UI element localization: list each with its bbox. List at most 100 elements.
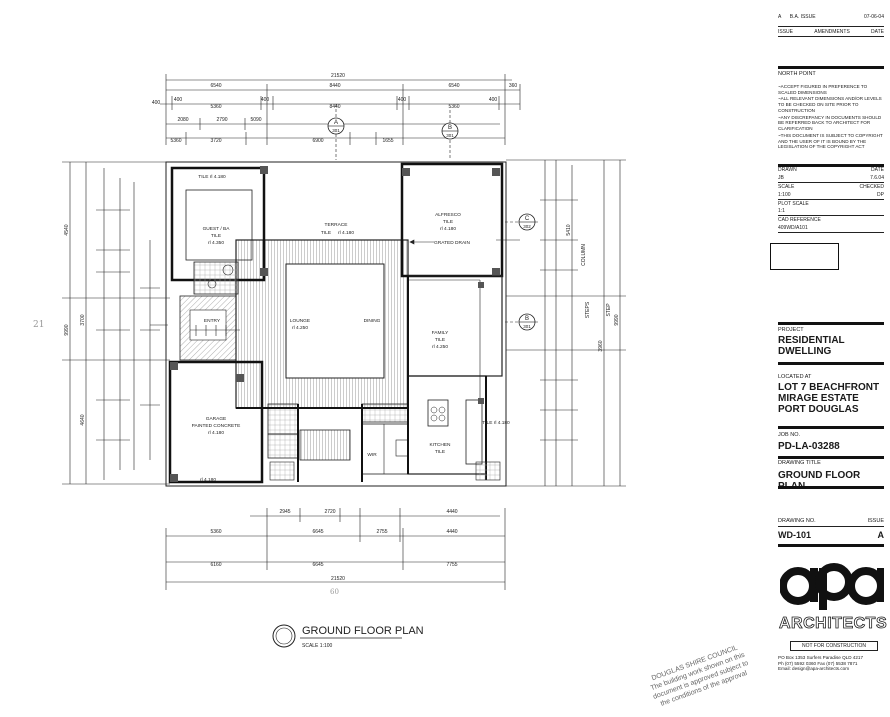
checked-label: CHECKED	[859, 184, 884, 190]
dim-overall-bottom: 21520	[331, 576, 345, 582]
handwriting-note: 21	[33, 320, 44, 330]
room-family: FAMILY	[432, 330, 450, 336]
contact-email: Email: design@apa-architects.com	[778, 666, 850, 671]
drawing-no-label: DRAWING NO.	[778, 518, 816, 524]
drawn-label: DRAWN	[778, 167, 797, 173]
section-marker-c: C 302	[505, 213, 540, 231]
dim-overall-top: 21520	[331, 73, 345, 79]
dim-top-r5-1: 5360	[170, 138, 181, 144]
dim-top-r2-2: 400	[261, 97, 270, 103]
dim-top-r2-3: 400	[398, 97, 407, 103]
note-4: ~THIS DOCUMENT IS SUBJECT TO COPYRIGHT A…	[778, 132, 883, 150]
drawing-title: GROUND FLOOR PLAN SCALE 1:100	[272, 624, 424, 649]
room-terrace: TERRACE	[325, 222, 348, 228]
left-dimensions	[62, 161, 170, 485]
label-column: COLUMN	[581, 244, 587, 266]
bottom-dimension-text: 2945 2720 4440 5360 6645 2755 4440 6160 …	[210, 509, 457, 582]
drawn-value: JB	[778, 175, 784, 181]
issue-header-amend: AMENDMENTS	[814, 29, 850, 35]
room-alfresco: ALFRESCO	[435, 212, 461, 218]
room-labels: GUEST / BA TILE rl 4.350 LOUNGE rl 4.250…	[192, 174, 510, 483]
dim-top-r3-3: 5360	[448, 104, 459, 110]
job-no-value: PD-LA-03288	[778, 441, 840, 452]
project-label: PROJECT	[778, 327, 804, 333]
firm-name: ARCHITECTS	[779, 615, 888, 633]
section-marker-b-top: B 301	[441, 110, 459, 160]
general-notes: ~ACCEPT FIGURED IN PREFERENCE TO SCALED …	[778, 84, 884, 151]
dim-top-3: 6540	[448, 83, 459, 89]
issue-header: ISSUE AMENDMENTS DATE	[778, 29, 884, 35]
dim-top-r4-2: 2790	[216, 117, 227, 123]
room-terrace-level: rl 4.180	[338, 230, 354, 236]
dim-bottom-r3-3: 7755	[446, 562, 457, 568]
room-guest-ba-finish: TILE	[211, 233, 221, 239]
issue-label: ISSUE	[867, 518, 884, 524]
room-guest-ba: GUEST / BA	[203, 226, 231, 232]
dim-top-r5-3: 6900	[312, 138, 323, 144]
dim-bottom-r1-2: 2720	[324, 509, 335, 515]
label-tile-right: TILE rl 4.180	[482, 420, 510, 426]
room-terrace-finish: TILE	[321, 230, 331, 236]
dim-top-r3-1: 5360	[210, 104, 221, 110]
floor-plan-drawing: 21520 6540 8440 6540 360 400 400 400 400…	[33, 73, 626, 649]
dim-bottom-r1-1: 2945	[279, 509, 290, 515]
svg-text:B: B	[525, 316, 529, 322]
date-label: DATE	[871, 167, 884, 173]
project-value: RESIDENTIAL DWELLING	[778, 335, 845, 357]
left-dimension-text: 4540 9990 3700 4640	[64, 224, 86, 425]
location-label: LOCATED AT	[778, 374, 812, 380]
room-garage: GARAGE	[206, 416, 227, 422]
contact-phone: Ph (07) 5592 0360 Fax (07) 5538 7871	[778, 660, 858, 666]
handwriting-note-2: 60	[330, 588, 339, 596]
issue-desc: B.A. ISSUE	[789, 14, 816, 20]
dim-bottom-r2-2: 6645	[312, 529, 323, 535]
issue-row: A B.A. ISSUE 07-06-04	[778, 14, 884, 20]
svg-text:301: 301	[523, 324, 531, 329]
dim-bottom-r2-4: 4440	[446, 529, 457, 535]
room-kitchen-finish: TILE	[435, 449, 445, 455]
date-value: 7.6.04	[870, 175, 884, 181]
issue-value: A	[877, 530, 885, 540]
dim-top-4: 360	[509, 83, 518, 89]
room-alfresco-finish: TILE	[443, 219, 453, 225]
room-dining: DINING	[364, 318, 381, 324]
contact-address: PO Box 1353 Surfers Paradise QLD 4217	[778, 655, 864, 660]
room-garage-level: rl 4.180	[208, 430, 224, 436]
top-dimensions	[160, 74, 521, 145]
note-1: ~ACCEPT FIGURED IN PREFERENCE TO SCALED …	[778, 84, 868, 95]
dim-top-2: 8440	[329, 83, 340, 89]
room-guest-ba-level: rl 4.350	[208, 240, 224, 246]
svg-text:302: 302	[523, 224, 531, 229]
dim-bottom-r2-1: 5360	[210, 529, 221, 535]
svg-text:301: 301	[446, 133, 454, 138]
plot-scale-label: PLOT SCALE	[778, 201, 809, 207]
dim-right-1: 9990	[614, 314, 620, 325]
location-value: LOT 7 BEACHFRONT MIRAGE ESTATE PORT DOUG…	[778, 382, 880, 415]
svg-text:C: C	[525, 216, 530, 222]
label-step: STEP	[606, 303, 612, 317]
dim-top-r3-2: 8440	[329, 104, 340, 110]
dim-bottom-r1-3: 4440	[446, 509, 457, 515]
cad-reference-value: 409WD/A101	[778, 225, 808, 231]
dim-left-2: 9990	[64, 324, 70, 335]
svg-text:301: 301	[332, 128, 340, 133]
dim-left-3: 3700	[80, 314, 86, 325]
building	[150, 161, 520, 487]
dim-top-r5-2: 3720	[210, 138, 221, 144]
issue-header-date: DATE	[871, 29, 884, 35]
issue-date: 07-06-04	[863, 14, 884, 20]
dim-top-r2-5: 400	[152, 100, 161, 106]
section-marker-b-right: B 301	[505, 313, 540, 331]
room-lounge-level: rl 4.250	[292, 325, 308, 331]
right-dimension-text: 9990 3960 5410 STEPS STEP COLUMN	[566, 224, 620, 351]
drawing-title-label: DRAWING TITLE	[778, 460, 821, 466]
issue-header-issue: ISSUE	[778, 29, 794, 35]
job-no-label: JOB NO.	[778, 432, 801, 438]
dim-top-r5-4: 1655	[382, 138, 393, 144]
north-point-label: NORTH POINT	[778, 71, 816, 77]
room-garage-finish: PAINTED CONCRETE	[192, 423, 241, 429]
dim-bottom-r3-2: 6645	[312, 562, 323, 568]
bottom-dimensions	[165, 508, 506, 590]
dim-top-r2-4: 400	[489, 97, 498, 103]
svg-text:B: B	[448, 125, 452, 131]
